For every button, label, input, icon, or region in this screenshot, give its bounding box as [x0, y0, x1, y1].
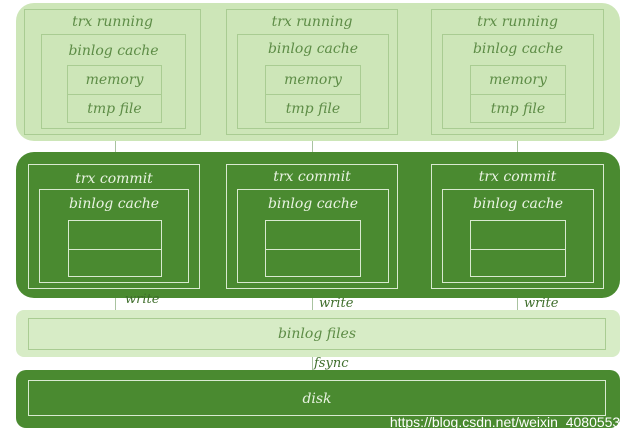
trx-commit-column: trx commit binlog cache: [431, 164, 604, 289]
watermark-url: https://blog.csdn.net/weixin_40805537: [389, 414, 628, 430]
binlog-cache-box: binlog cache memory tmp file: [237, 34, 389, 129]
row-divider: [69, 249, 161, 250]
binlog-cache-box: binlog cache memory tmp file: [41, 34, 186, 129]
binlog-files-frame: binlog files: [28, 318, 606, 350]
disk-band: disk: [16, 370, 620, 428]
row-divider: [68, 94, 161, 95]
binlog-cache-label: binlog cache: [68, 43, 159, 59]
binlog-cache-box: binlog cache: [39, 189, 189, 283]
write-arrow-line: [517, 298, 518, 312]
write-label: write: [125, 292, 160, 307]
row-divider: [471, 94, 565, 95]
disk-frame: disk: [28, 380, 606, 416]
trx-commit-column: trx commit binlog cache: [28, 164, 200, 289]
fsync-label: fsync: [314, 356, 349, 371]
binlog-cache-label: binlog cache: [472, 41, 564, 57]
trx-commit-title: trx commit: [75, 171, 153, 187]
binlog-cache-label: binlog cache: [68, 196, 160, 212]
binlog-cache-label: binlog cache: [267, 196, 359, 212]
memory-label: memory: [85, 72, 144, 88]
trx-commit-column: trx commit binlog cache: [226, 164, 398, 289]
fsync-arrow-line: [312, 357, 313, 371]
tmp-file-label: tmp file: [490, 101, 546, 117]
cache-storage-frame: [470, 220, 566, 277]
trx-running-title: trx running: [271, 14, 353, 30]
trx-running-title: trx running: [72, 14, 153, 30]
binlog-files-band: binlog files: [16, 310, 620, 357]
trx-running-column: trx running binlog cache memory tmp file: [431, 9, 604, 135]
disk-label: disk: [302, 391, 332, 407]
write-arrow-line: [312, 298, 313, 312]
row-divider: [471, 249, 565, 250]
memory-label: memory: [489, 72, 547, 88]
cache-storage-frame: [265, 220, 361, 277]
cache-storage-frame: memory tmp file: [470, 65, 566, 123]
trx-running-column: trx running binlog cache memory tmp file: [226, 9, 398, 135]
trx-commit-title: trx commit: [273, 169, 351, 185]
memory-label: memory: [284, 72, 342, 88]
write-arrow-line: [115, 298, 116, 312]
binlog-cache-box: binlog cache memory tmp file: [442, 34, 594, 129]
binlog-cache-label: binlog cache: [267, 41, 359, 57]
cache-storage-frame: memory tmp file: [67, 65, 162, 123]
cache-storage-frame: memory tmp file: [265, 65, 361, 123]
connector-line: [312, 141, 313, 156]
write-label: write: [319, 296, 354, 311]
binlog-cache-label: binlog cache: [472, 196, 564, 212]
row-divider: [266, 249, 360, 250]
row-divider: [266, 94, 360, 95]
connector-line: [115, 141, 116, 156]
trx-running-column: trx running binlog cache memory tmp file: [24, 9, 201, 135]
trx-running-band: trx running binlog cache memory tmp file…: [16, 3, 620, 141]
binlog-cache-box: binlog cache: [442, 189, 594, 283]
trx-running-title: trx running: [477, 14, 558, 30]
cache-storage-frame: [68, 220, 162, 277]
binlog-cache-box: binlog cache: [237, 189, 389, 283]
tmp-file-label: tmp file: [285, 101, 341, 117]
trx-commit-band: trx commit binlog cache trx commit binlo…: [16, 152, 620, 298]
write-label: write: [524, 296, 559, 311]
tmp-file-label: tmp file: [87, 101, 142, 117]
trx-commit-title: trx commit: [478, 169, 557, 185]
binlog-files-label: binlog files: [277, 326, 357, 342]
connector-line: [517, 141, 518, 156]
